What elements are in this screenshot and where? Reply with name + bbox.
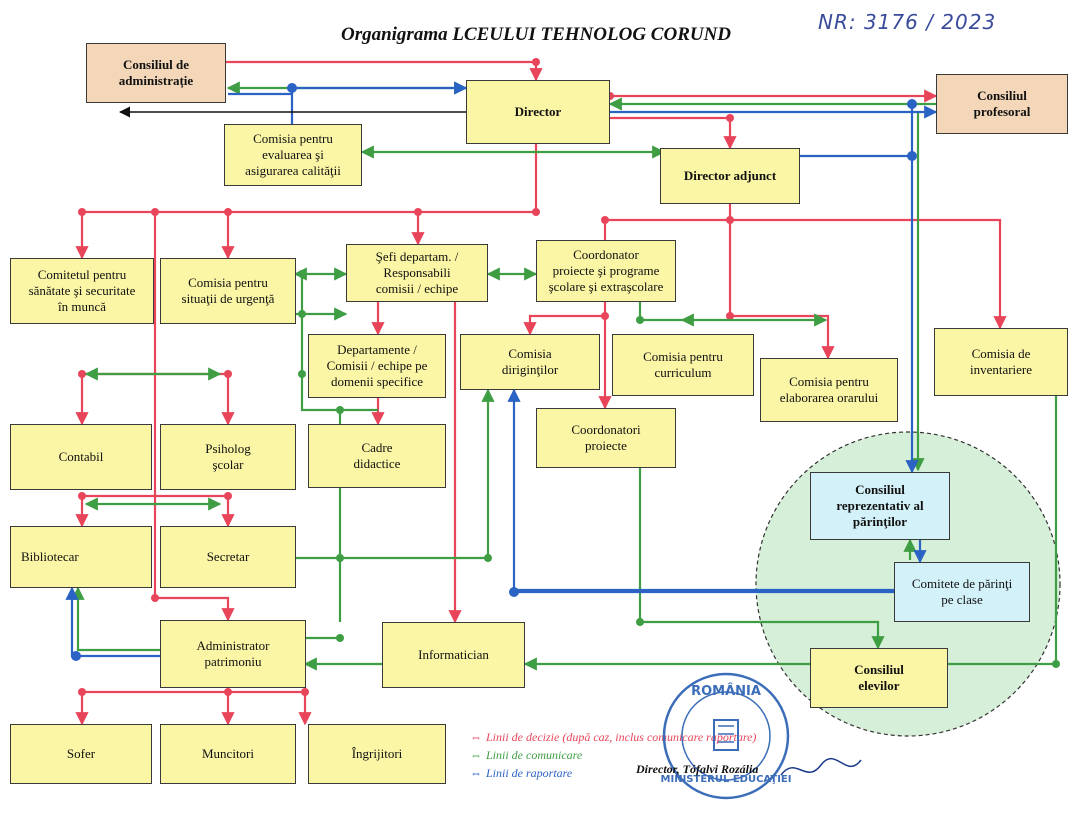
box-director-adjunct: Director adjunct — [660, 148, 800, 204]
legend-reporting: ⇔Linii de raportare — [470, 766, 573, 780]
box-administrator: Administrator patrimoniu — [160, 620, 306, 688]
box-consiliul-profesoral: Consiliul profesoral — [936, 74, 1068, 134]
director-signature: Director, Tófalvi Rozália — [636, 762, 759, 776]
chart-title: Organigrama LCEULUI TEHNOLOG CORUND — [340, 24, 732, 45]
box-comisia-curriculum: Comisia pentru curriculum — [612, 334, 754, 396]
box-comisia-orar: Comisia pentru elaborarea orarului — [760, 358, 898, 422]
box-muncitori: Muncitori — [160, 724, 296, 784]
box-sofer: Sofer — [10, 724, 152, 784]
box-contabil: Contabil — [10, 424, 152, 490]
box-ingrijitori: Îngrijitori — [308, 724, 446, 784]
registration-number: NR: 3176 / 2023 — [818, 10, 997, 34]
box-cadre-didactice: Cadre didactice — [308, 424, 446, 488]
box-comisia-inventariere: Comisia de inventariere — [934, 328, 1068, 396]
reporting-dots — [71, 83, 917, 661]
box-comitetul-sanatate: Comitetul pentru sănătate şi securitate … — [10, 258, 154, 324]
handwritten-signature — [780, 757, 862, 776]
box-coordonator-proiecte-programe: Coordonator proiecte şi programe şcolare… — [536, 240, 676, 302]
box-coordonatori-proiecte: Coordonatori proiecte — [536, 408, 676, 468]
box-secretar: Secretar — [160, 526, 296, 588]
box-comisia-evaluare: Comisia pentru evaluarea şi asigurarea c… — [224, 124, 362, 186]
box-sefi-departam: Şefi departam. / Responsabili comisii / … — [346, 244, 488, 302]
box-informatician: Informatician — [382, 622, 525, 688]
box-bibliotecar: Bibliotecar — [10, 526, 152, 588]
communication-lines — [71, 81, 1058, 671]
communication-dots — [298, 270, 1060, 668]
box-director: Director — [466, 80, 610, 144]
box-psiholog: Psiholog şcolar — [160, 424, 296, 490]
legend-decision: ⇔Linii de decizie (după caz, inclus comu… — [470, 730, 757, 744]
legend-communication: ⇔Linii de comunicare — [470, 748, 583, 762]
box-consiliul-parinti: Consiliul reprezentativ al părinţilor — [810, 472, 950, 540]
official-stamp: ROMÂNIA MINISTERUL EDUCAŢIEI — [660, 670, 792, 802]
box-consiliul-elevilor: Consiliul elevilor — [810, 648, 948, 708]
box-comitete-parinti: Comitete de părinţi pe clase — [894, 562, 1030, 622]
box-consiliul-administratie: Consiliul de administrație — [86, 43, 226, 103]
box-comisia-dirigintilor: Comisia diriginţilor — [460, 334, 600, 390]
box-comisia-urgenta: Comisia pentru situaţii de urgenţă — [160, 258, 296, 324]
box-departamente: Departamente / Comisii / echipe pe domen… — [308, 334, 446, 398]
